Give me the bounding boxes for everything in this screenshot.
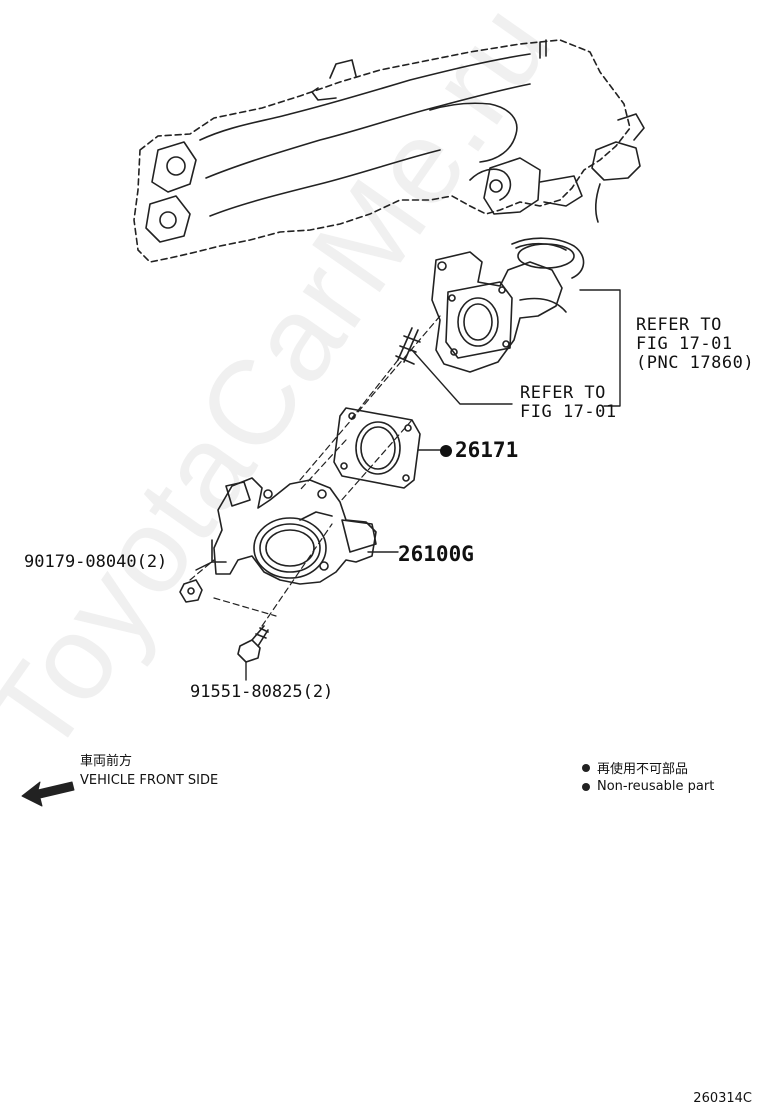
refer-line-3: (PNC 17860) xyxy=(636,353,755,373)
legend-row-jp: 再使用不可部品 xyxy=(582,758,714,777)
vehicle-front-label: 車両前方 VEHICLE FRONT SIDE xyxy=(80,752,218,790)
stud xyxy=(395,327,421,365)
assembly-lines xyxy=(189,315,441,627)
legend: 再使用不可部品 Non-reusable part xyxy=(582,758,714,796)
part-label-throttle-body[interactable]: 26100G xyxy=(398,542,474,566)
intake-elbow xyxy=(431,237,585,373)
refer-line-2: FIG 17-01 xyxy=(520,402,617,422)
leader-lines xyxy=(195,289,621,681)
part-number: 26100G xyxy=(398,542,474,566)
part-number: 90179-08040(2) xyxy=(24,552,168,572)
intake-manifold xyxy=(133,39,645,263)
non-reusable-dot-icon xyxy=(440,445,452,457)
part-number: 91551-80825(2) xyxy=(190,682,334,702)
part-label-gasket[interactable]: 26171 xyxy=(440,438,518,462)
front-arrow-icon xyxy=(21,781,75,807)
figure-id: 260314C xyxy=(693,1091,752,1106)
front-label-jp: 車両前方 xyxy=(80,754,133,769)
part-label-bolt[interactable]: 91551-80825(2) xyxy=(190,682,333,702)
refer-line-1: REFER TO xyxy=(520,383,606,403)
throttle-body xyxy=(211,477,377,585)
legend-text-en: Non-reusable part xyxy=(597,779,715,794)
nut xyxy=(179,579,203,603)
bolt xyxy=(237,625,269,663)
part-number: 26171 xyxy=(455,438,519,462)
gasket xyxy=(333,407,421,489)
non-reusable-dot-icon xyxy=(582,763,590,772)
legend-text-jp: 再使用不可部品 xyxy=(597,762,689,777)
refer-line-2: FIG 17-01 xyxy=(636,334,733,354)
manifold-refer-callout[interactable]: REFER TO FIG 17-01 (PNC 17860) xyxy=(636,316,754,373)
front-label-en: VEHICLE FRONT SIDE xyxy=(80,773,219,788)
refer-line-1: REFER TO xyxy=(636,315,722,335)
part-label-nut[interactable]: 90179-08040(2) xyxy=(24,552,167,572)
non-reusable-dot-icon xyxy=(582,782,590,791)
stud-refer-callout[interactable]: REFER TO FIG 17-01 xyxy=(520,384,617,422)
legend-row-en: Non-reusable part xyxy=(582,777,714,796)
